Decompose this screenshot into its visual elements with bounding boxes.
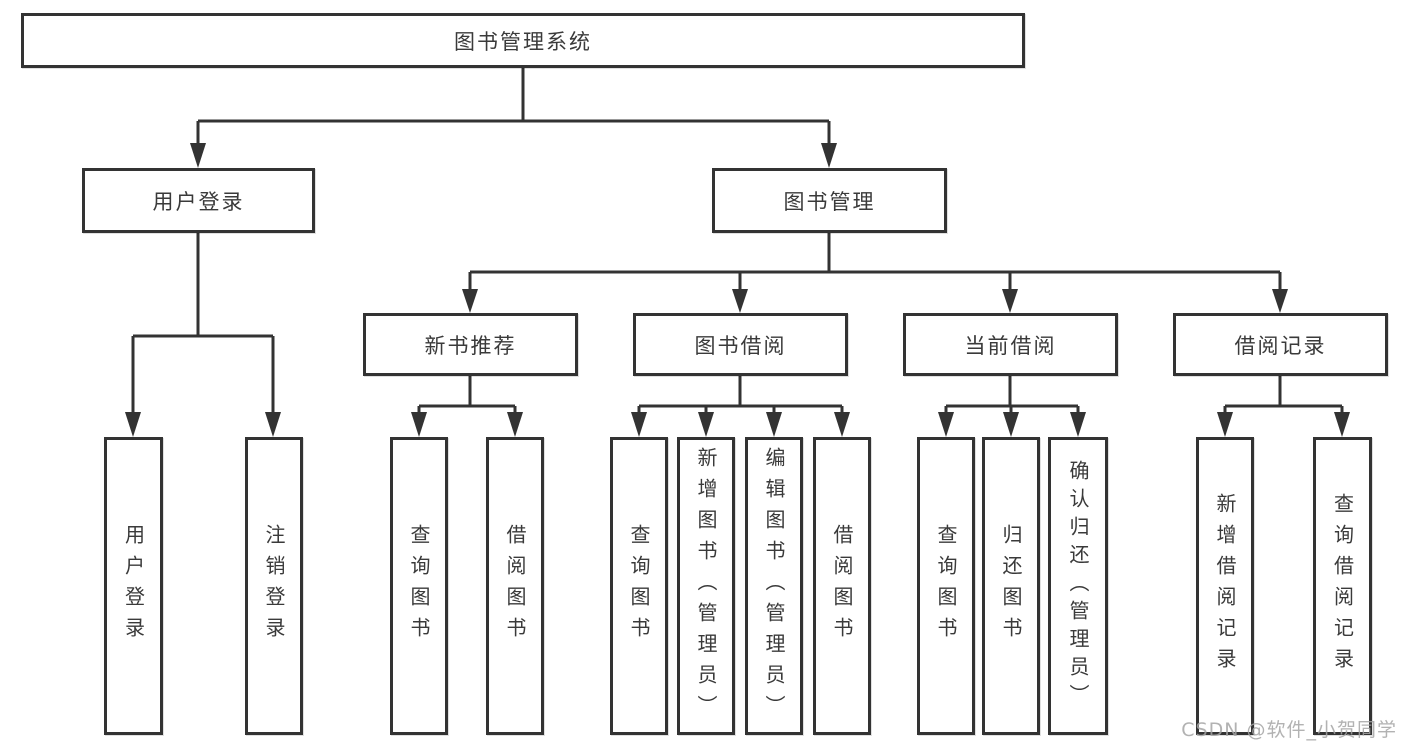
node-leaf-confirm-return-admin-label: 确认归还（管理员） — [1066, 460, 1090, 712]
csdn-watermark: CSDN @软件_小贺同学 — [1181, 719, 1397, 741]
node-leaf-query-book-2-label: 查询图书 — [627, 524, 651, 648]
node-new-book-recommend-label: 新书推荐 — [424, 333, 517, 358]
node-leaf-query-book-2: 查询图书 — [610, 437, 668, 735]
arrowhead-icons — [125, 143, 1350, 437]
node-borrow-record: 借阅记录 — [1173, 313, 1388, 376]
node-book-management-label: 图书管理 — [783, 189, 876, 214]
node-current-borrow: 当前借阅 — [903, 313, 1118, 376]
node-leaf-query-book-1: 查询图书 — [390, 437, 448, 735]
node-leaf-return-book: 归还图书 — [982, 437, 1040, 735]
node-leaf-edit-book-admin-label: 编辑图书（管理员） — [762, 446, 786, 726]
node-leaf-query-borrow-record: 查询借阅记录 — [1313, 437, 1372, 735]
node-leaf-add-borrow-record-label: 新增借阅记录 — [1213, 493, 1237, 679]
node-book-borrow-label: 图书借阅 — [694, 333, 787, 358]
node-current-borrow-label: 当前借阅 — [964, 333, 1057, 358]
node-leaf-logout: 注销登录 — [245, 437, 303, 735]
node-leaf-add-book-admin: 新增图书（管理员） — [677, 437, 735, 735]
node-leaf-query-book-3: 查询图书 — [917, 437, 975, 735]
node-leaf-borrow-book-1-label: 借阅图书 — [503, 524, 527, 648]
node-leaf-borrow-book-1: 借阅图书 — [486, 437, 544, 735]
node-leaf-confirm-return-admin: 确认归还（管理员） — [1048, 437, 1108, 735]
node-user-login-label: 用户登录 — [152, 189, 245, 214]
node-leaf-user-login: 用户登录 — [104, 437, 163, 735]
node-book-borrow: 图书借阅 — [633, 313, 848, 376]
node-leaf-edit-book-admin: 编辑图书（管理员） — [745, 437, 803, 735]
node-leaf-user-login-label: 用户登录 — [121, 524, 146, 648]
node-root: 图书管理系统 — [21, 13, 1025, 68]
node-book-management: 图书管理 — [712, 168, 947, 233]
node-user-login: 用户登录 — [82, 168, 315, 233]
node-leaf-query-borrow-record-label: 查询借阅记录 — [1330, 493, 1355, 679]
node-leaf-query-book-3-label: 查询图书 — [934, 524, 958, 648]
node-root-label: 图书管理系统 — [454, 29, 592, 54]
node-leaf-borrow-book-2: 借阅图书 — [813, 437, 871, 735]
node-leaf-add-book-admin-label: 新增图书（管理员） — [694, 446, 718, 726]
node-borrow-record-label: 借阅记录 — [1234, 333, 1327, 358]
node-new-book-recommend: 新书推荐 — [363, 313, 578, 376]
node-leaf-borrow-book-2-label: 借阅图书 — [830, 524, 854, 648]
node-leaf-logout-label: 注销登录 — [262, 524, 286, 648]
node-leaf-return-book-label: 归还图书 — [999, 524, 1023, 648]
node-leaf-query-book-1-label: 查询图书 — [407, 524, 431, 648]
node-leaf-add-borrow-record: 新增借阅记录 — [1196, 437, 1254, 735]
